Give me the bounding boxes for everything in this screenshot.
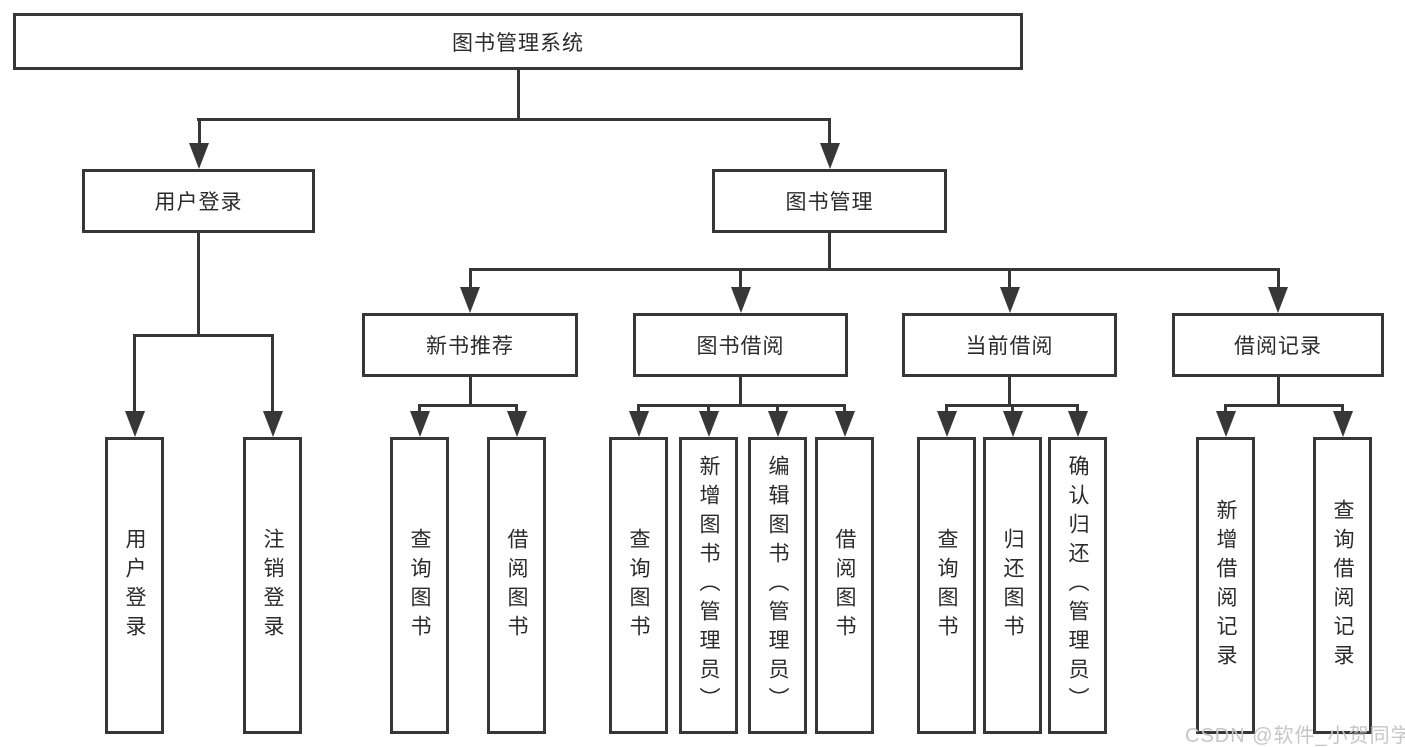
node-new-book-recommend-label: 新书推荐: [426, 335, 514, 358]
node-root-label: 图书管理系统: [452, 31, 584, 55]
arrow-down-icon: [834, 411, 855, 437]
leaf-user-login: 用户登录: [105, 437, 164, 734]
arrow-down-icon: [999, 287, 1020, 313]
connector-line: [1225, 404, 1343, 407]
connector-line: [418, 404, 421, 413]
leaf-borrow-books: 借阅图书: [815, 437, 874, 734]
node-book-borrow-label: 图书借阅: [696, 335, 785, 358]
arrow-down-icon: [1215, 411, 1236, 437]
leaf-label: 查询图书: [627, 527, 650, 644]
arrow-down-icon: [1332, 411, 1353, 437]
connector-line: [468, 268, 472, 288]
connector-line: [828, 118, 831, 144]
arrow-down-icon: [819, 143, 840, 169]
node-borrow-records-label: 借阅记录: [1234, 335, 1322, 358]
leaf-label: 用户登录: [123, 527, 146, 644]
connector-line: [197, 118, 831, 121]
leaf-label: 归还图书: [1001, 527, 1024, 644]
leaf-query-books-current: 查询图书: [917, 437, 976, 734]
connector-line: [133, 334, 136, 411]
connector-line: [1276, 377, 1280, 406]
node-current-borrow: 当前借阅: [902, 313, 1117, 377]
arrow-down-icon: [730, 287, 751, 313]
arrow-down-icon: [698, 411, 719, 437]
leaf-borrow-books-recommend: 借阅图书: [487, 437, 546, 734]
arrow-down-icon: [409, 411, 430, 437]
arrow-down-icon: [936, 411, 957, 437]
leaf-return-books: 归还图书: [983, 437, 1042, 734]
arrow-down-icon: [1268, 287, 1288, 313]
node-root-library-system: 图书管理系统: [13, 13, 1023, 70]
arrow-down-icon: [767, 411, 788, 437]
arrow-down-icon: [506, 411, 527, 437]
connector-line: [739, 377, 742, 406]
arrow-down-icon: [189, 143, 209, 169]
leaf-confirm-return-admin: 确认归还（管理员）: [1048, 437, 1107, 734]
leaf-label: 查询图书: [408, 527, 431, 644]
leaf-label: 借阅图书: [505, 527, 528, 644]
connector-line: [945, 404, 948, 413]
arrow-down-icon: [1067, 411, 1088, 437]
leaf-add-borrow-record: 新增借阅记录: [1196, 437, 1255, 734]
node-book-management: 图书管理: [712, 169, 947, 233]
connector-line: [1008, 377, 1011, 406]
connector-line: [707, 404, 710, 413]
arrow-down-icon: [262, 411, 283, 437]
node-new-book-recommend: 新书推荐: [362, 313, 578, 377]
leaf-add-books-admin: 新增图书（管理员）: [679, 437, 738, 734]
node-book-management-label: 图书管理: [785, 191, 874, 214]
leaf-label: 借阅图书: [833, 527, 856, 644]
connector-line: [828, 233, 831, 270]
arrow-down-icon: [460, 287, 480, 313]
connector-line: [638, 404, 845, 407]
connector-line: [468, 377, 472, 406]
connector-line: [419, 404, 517, 407]
node-user-login: 用户登录: [82, 169, 315, 233]
connector-line: [739, 268, 742, 288]
connector-line: [776, 404, 779, 413]
connector-line: [271, 334, 274, 411]
connector-line: [1341, 404, 1344, 413]
leaf-query-borrow-record: 查询借阅记录: [1313, 437, 1372, 734]
leaf-label: 新增借阅记录: [1214, 498, 1237, 673]
leaf-query-books-borrow: 查询图书: [609, 437, 668, 734]
connector-line: [637, 404, 640, 413]
leaf-label: 确认归还（管理员）: [1066, 455, 1089, 716]
leaf-label: 编辑图书（管理员）: [766, 455, 789, 716]
node-current-borrow-label: 当前借阅: [965, 335, 1054, 358]
connector-line: [468, 268, 1279, 271]
connector-line: [1224, 404, 1227, 413]
connector-line: [1011, 404, 1014, 413]
leaf-query-books-recommend: 查询图书: [390, 437, 449, 734]
leaf-logout: 注销登录: [243, 437, 302, 734]
connector-line: [1276, 268, 1280, 288]
leaf-label: 注销登录: [261, 527, 284, 644]
connector-line: [197, 118, 201, 144]
node-borrow-records: 借阅记录: [1172, 313, 1384, 377]
arrow-down-icon: [124, 411, 145, 437]
connector-line: [516, 70, 520, 119]
leaf-label: 查询图书: [935, 527, 958, 644]
csdn-watermark: CSDN @软件_小贺同学: [1185, 725, 1405, 747]
connector-line: [197, 233, 200, 336]
leaf-label: 查询借阅记录: [1331, 498, 1354, 673]
connector-line: [515, 404, 518, 413]
connector-line: [133, 334, 274, 337]
node-book-borrow: 图书借阅: [633, 313, 848, 377]
connector-line: [1076, 404, 1079, 413]
connector-line: [1008, 268, 1011, 288]
leaf-label: 新增图书（管理员）: [697, 455, 720, 716]
arrow-down-icon: [628, 411, 649, 437]
leaf-edit-books-admin: 编辑图书（管理员）: [748, 437, 807, 734]
arrow-down-icon: [1002, 411, 1023, 437]
node-user-login-label: 用户登录: [154, 191, 243, 214]
connector-line: [843, 404, 846, 413]
